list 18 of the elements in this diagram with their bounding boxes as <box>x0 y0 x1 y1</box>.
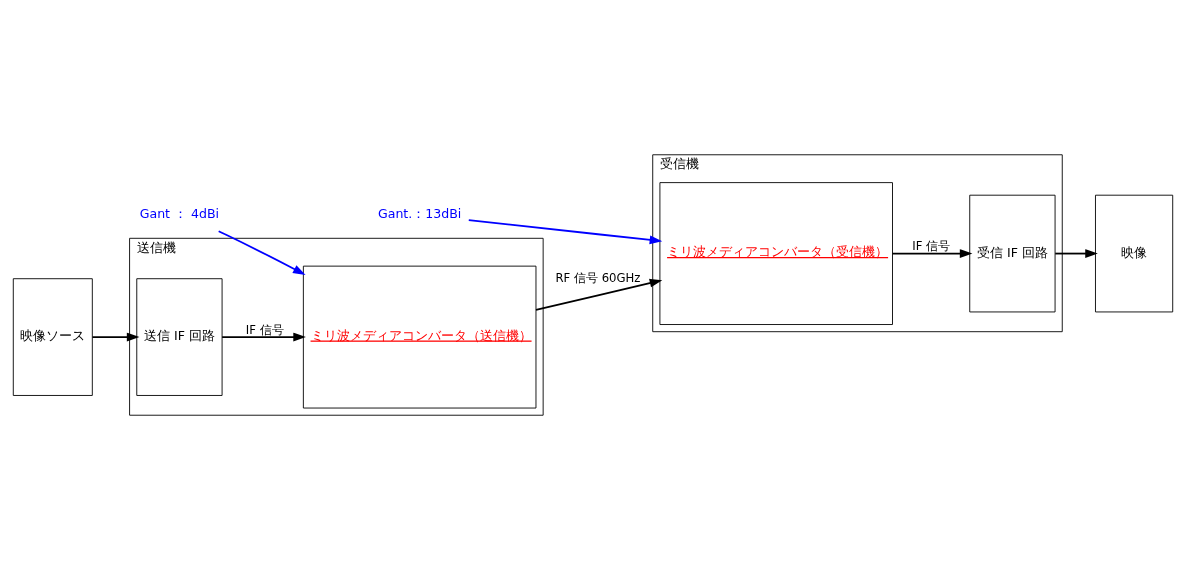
arrow <box>1054 248 1098 258</box>
node-text: Gant.：13dBi <box>377 205 462 221</box>
arrow <box>891 248 973 258</box>
arrow <box>535 278 663 311</box>
node-box: 映像 <box>1095 194 1174 312</box>
node-box: ミリ波メディアコンバータ（送信機） <box>302 265 537 408</box>
arrow <box>217 229 306 275</box>
arrow <box>221 332 306 341</box>
edge-label: RF 信号 60GHz <box>555 270 641 285</box>
edge-label: IF 信号 <box>912 238 951 253</box>
node-box: ミリ波メディアコンバータ（受信機） <box>659 181 893 325</box>
node-box: 受信 IF 回路 <box>969 194 1056 312</box>
node-box: 送信 IF 回路 <box>136 277 223 396</box>
node-box: 映像ソース <box>12 277 93 396</box>
node-text: Gant ： 4dBi <box>139 205 220 221</box>
arrow <box>467 218 663 244</box>
edge-label: IF 信号 <box>245 322 284 337</box>
arrow <box>91 332 140 341</box>
